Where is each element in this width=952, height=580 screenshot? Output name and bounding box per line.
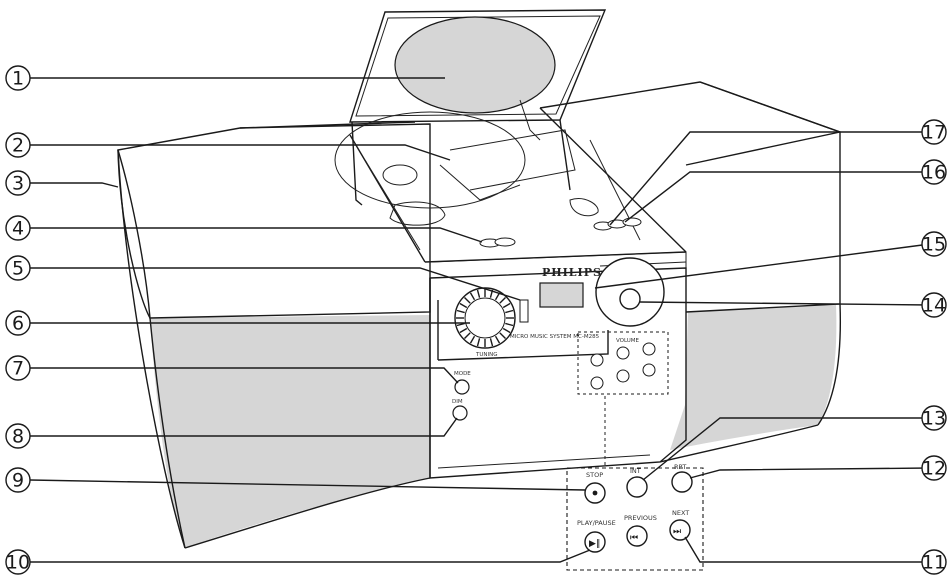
callout-number-2: 2 [12,135,24,157]
volume-label: VOLUME [616,338,640,344]
callout-circle-15 [921,231,947,257]
stop-icon [592,490,598,496]
callout-circle-3 [5,170,31,196]
tuning-label: TUNING [475,352,498,358]
model-text: MICRO MUSIC SYSTEM MC-M285 [510,334,600,340]
brand-logo: PHILIPS [542,266,602,279]
callout-circle-11 [921,549,947,575]
cluster-prev-button[interactable] [616,369,630,383]
inset-rpt-label: RPT [674,463,686,471]
inset-next-label: NEXT [672,509,689,517]
int-button[interactable] [626,476,648,498]
previous-icon: ⏮ [630,533,638,543]
inset-stop-label: STOP [586,471,603,479]
cluster-rpt-button[interactable] [642,342,656,356]
callout-number-7: 7 [12,358,24,380]
callout-number-9: 9 [12,470,24,492]
callout-circle-4 [5,215,31,241]
inset-play-pause-label: PLAY/PAUSE [577,519,616,527]
callout-number-15: 15 [922,234,946,256]
callout-number-16: 16 [922,162,946,184]
cd-lid [349,9,607,206]
rpt-button[interactable] [671,471,693,493]
dim-button[interactable] [452,405,468,421]
callout-number-17: 17 [922,122,946,144]
next-icon: ⏭ [673,527,681,537]
callout-circle-9 [5,467,31,493]
callout-number-12: 12 [922,458,946,480]
callout-circle-2 [5,132,31,158]
mode-label: MODE [454,371,471,377]
callout-number-6: 6 [12,313,24,335]
left-speaker-grill [150,315,430,548]
callout-circle-6 [5,310,31,336]
slot-indicator [519,299,529,323]
callout-circle-13 [921,405,947,431]
callout-circle-12 [921,455,947,481]
callout-number-1: 1 [12,68,24,90]
callout-circle-14 [921,292,947,318]
lid-window [394,16,556,114]
cluster-stop-button[interactable] [590,353,604,367]
inset-int-label: INT [630,467,641,475]
callout-circle-16 [921,159,947,185]
callout-circle-8 [5,423,31,449]
callout-number-13: 13 [922,408,946,430]
previous-button[interactable] [626,525,648,547]
tuning-knob[interactable] [454,287,516,349]
callout-number-8: 8 [12,426,24,448]
play-pause-icon: ▶‖ [589,539,600,549]
display [539,282,584,308]
callout-number-3: 3 [12,173,24,195]
volume-knob[interactable] [595,257,665,327]
play-pause-button[interactable] [584,531,606,553]
mode-button[interactable] [454,379,470,395]
control-cluster [577,331,669,395]
next-button[interactable] [669,519,691,541]
callout-circle-7 [5,355,31,381]
inset-previous-label: PREVIOUS [624,514,657,522]
callout-number-11: 11 [922,552,946,574]
cluster-next-button[interactable] [642,363,656,377]
callout-number-10: 10 [6,552,30,574]
callout-number-5: 5 [12,258,24,280]
dim-label: DIM [452,399,463,405]
cd-compartment [334,111,641,251]
cluster-int-button[interactable] [616,346,630,360]
callout-circle-5 [5,255,31,281]
cluster-play-button[interactable] [590,376,604,390]
callout-circle-1 [5,65,31,91]
callout-number-4: 4 [12,218,24,240]
right-speaker-grill [670,305,837,450]
callout-number-14: 14 [922,295,946,317]
callout-circle-10 [5,549,31,575]
leader-lines [29,77,931,563]
callout-circle-17 [921,119,947,145]
top-controls-left [479,237,516,248]
